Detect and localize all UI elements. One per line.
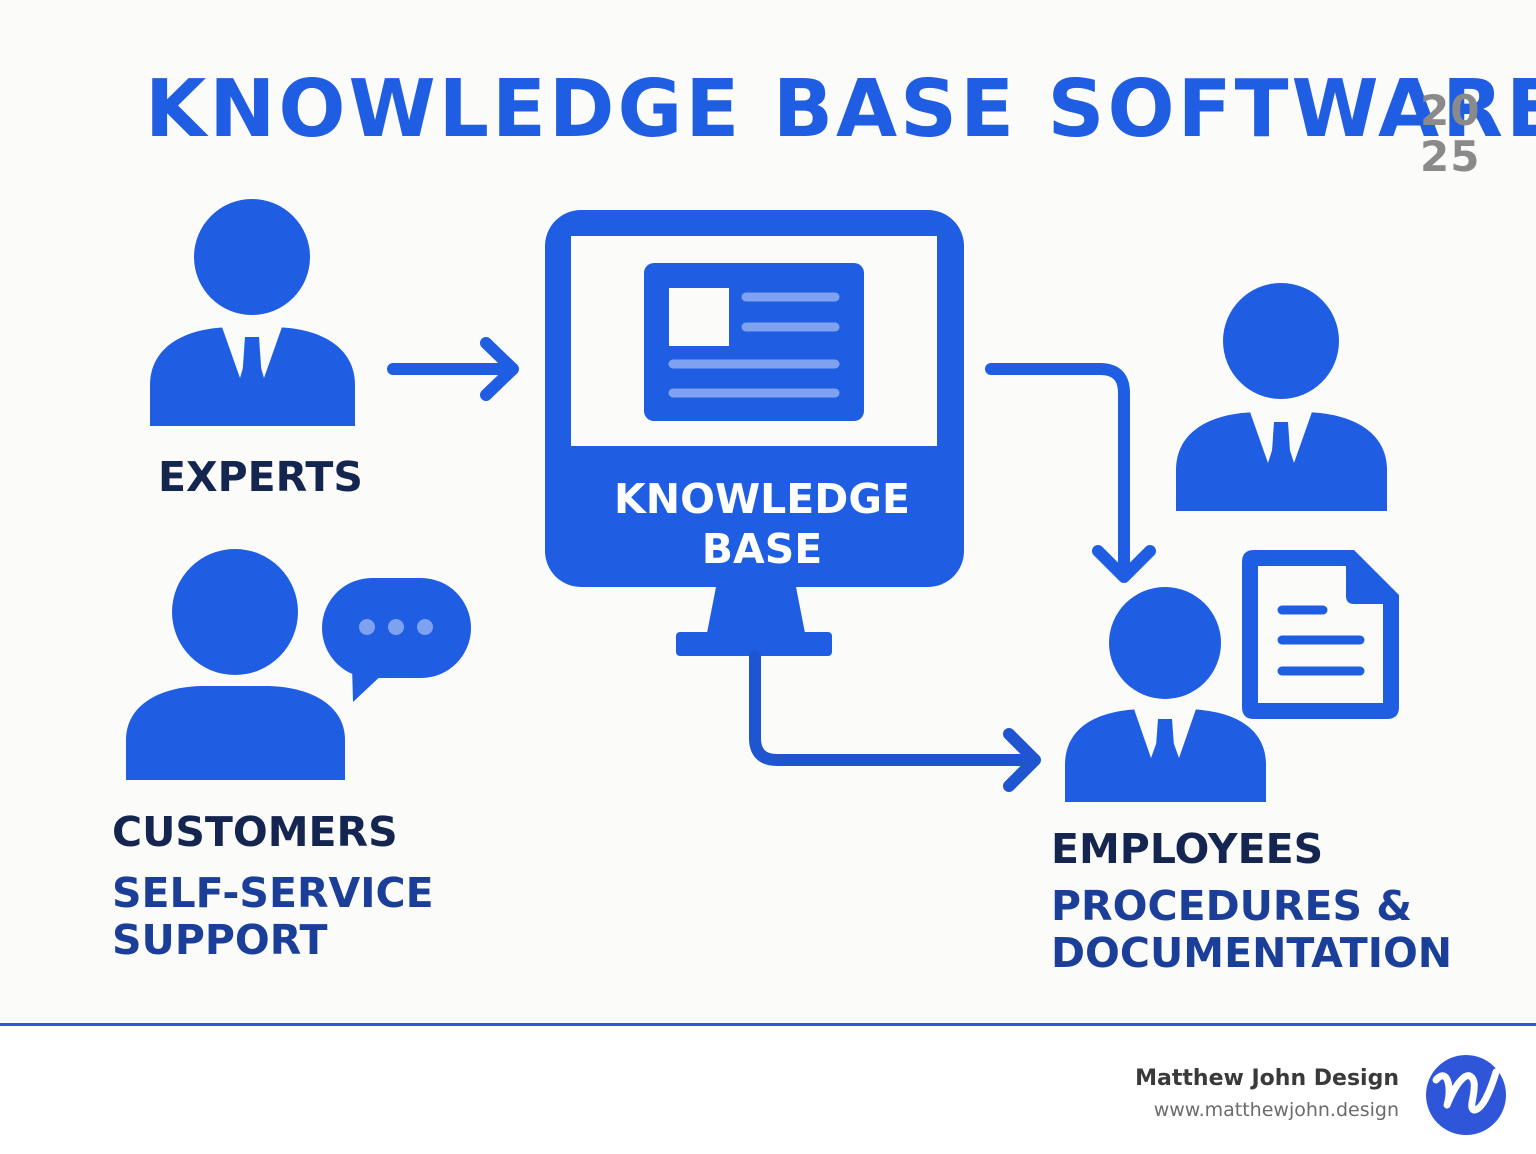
- customers-sublabel: SELF-SERVICE SUPPORT: [112, 870, 434, 964]
- brand-url-link[interactable]: www.matthewjohn.design: [1153, 1099, 1399, 1121]
- chat-bubble-icon: [322, 578, 471, 702]
- knowledge-base-label-line-2: BASE: [701, 525, 823, 573]
- customers-sublabel-line-1: SELF-SERVICE: [112, 869, 434, 917]
- knowledge-base-label: KNOWLEDGE BASE: [560, 474, 964, 574]
- arrow-to-knowledge-base-icon: [387, 337, 519, 401]
- employees-sublabel: PROCEDURES & DOCUMENTATION: [1051, 883, 1452, 977]
- employees-label: EMPLOYEES: [1051, 825, 1324, 873]
- employee-with-document-person-icon: [1065, 587, 1266, 802]
- knowledge-base-label-line-1: KNOWLEDGE: [614, 475, 910, 523]
- year-line-2: 25: [1420, 132, 1481, 181]
- employees-sublabel-line-1: PROCEDURES &: [1051, 882, 1413, 930]
- arrow-right-to-employee-icon: [749, 650, 1041, 792]
- logo-icon: [1426, 1055, 1506, 1135]
- customers-label: CUSTOMERS: [112, 808, 398, 856]
- brand-name: Matthew John Design: [1135, 1066, 1399, 1091]
- employee-person-icon: [1176, 283, 1387, 511]
- experts-label: EXPERTS: [158, 453, 363, 501]
- document-icon: [1242, 550, 1399, 719]
- arrow-down-to-employees-icon: [985, 363, 1156, 583]
- footer-divider: [0, 1023, 1536, 1026]
- year-line-1: 20: [1420, 86, 1481, 135]
- customer-person-icon: [126, 549, 345, 780]
- customers-sublabel-line-2: SUPPORT: [112, 916, 328, 964]
- expert-person-icon: [150, 199, 355, 426]
- monitor-icon: [545, 210, 964, 656]
- year-badge: 20 25: [1420, 88, 1480, 180]
- diagram-title: KNOWLEDGE BASE SOFTWARE: [145, 63, 1536, 155]
- employees-sublabel-line-2: DOCUMENTATION: [1051, 929, 1453, 977]
